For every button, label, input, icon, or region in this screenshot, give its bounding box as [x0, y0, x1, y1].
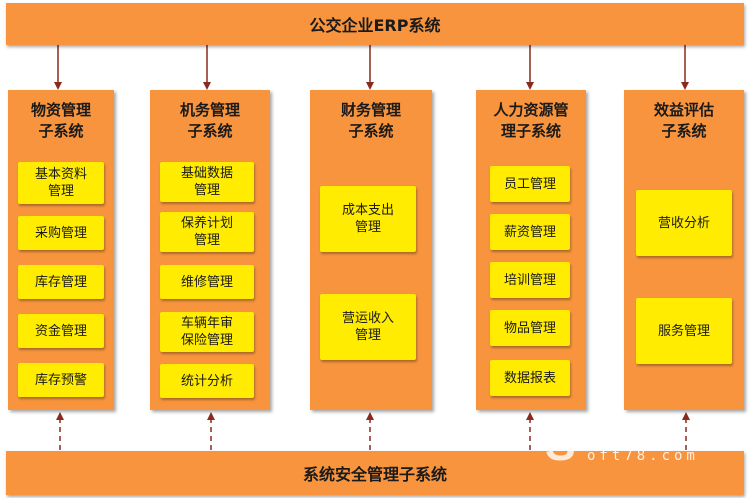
module-inventory: 库存管理: [18, 265, 104, 299]
benefit-evaluation-subsystem: 效益评估 子系统 营收分析 服务管理: [624, 90, 744, 410]
finance-management-subsystem: 财务管理 子系统 成本支出管理 营运收入管理: [310, 90, 432, 410]
column-title: 机务管理 子系统: [179, 101, 240, 140]
module-base-data: 基础数据管理: [160, 162, 254, 202]
erp-system-bar: 公交企业ERP系统: [6, 3, 744, 45]
watermark-logo: S: [545, 418, 576, 470]
module-payroll: 薪资管理: [490, 214, 570, 250]
column-title: 物资管理 子系统: [30, 101, 91, 140]
column-title: 人力资源管 理子系统: [493, 101, 569, 140]
module-service-plan: 保养计划管理: [160, 212, 254, 252]
hr-management-subsystem: 人力资源管 理子系统 员工管理 薪资管理 培训管理 物品管理 数据报表: [476, 90, 586, 410]
module-cost-expense: 成本支出管理: [320, 186, 416, 252]
module-service-management: 服务管理: [636, 298, 732, 364]
module-reports: 数据报表: [490, 360, 570, 396]
module-revenue-analysis: 营收分析: [636, 190, 732, 256]
column-title: 效益评估 子系统: [653, 101, 714, 140]
module-goods: 物品管理: [490, 310, 570, 346]
site-watermark: S 软件产品网 oft78.com: [545, 420, 745, 470]
module-inventory-alert: 库存预警: [18, 363, 104, 397]
material-management-subsystem: 物资管理 子系统 基本资料管理 采购管理 库存管理 资金管理 库存预警: [8, 90, 114, 410]
module-training: 培训管理: [490, 262, 570, 298]
module-operating-income: 营运收入管理: [320, 294, 416, 360]
security-subsystem-label: 系统安全管理子系统: [302, 465, 447, 484]
module-basic-data: 基本资料管理: [18, 162, 104, 204]
module-employee: 员工管理: [490, 166, 570, 202]
watermark-en-text: oft78.com: [587, 448, 699, 464]
watermark-cn-text: 软件产品网: [585, 431, 675, 451]
erp-system-label: 公交企业ERP系统: [309, 16, 441, 35]
security-subsystem-bar: 系统安全管理子系统: [6, 451, 744, 495]
module-repair: 维修管理: [160, 265, 254, 299]
module-purchasing: 采购管理: [18, 216, 104, 250]
module-vehicle-inspection: 车辆年审保险管理: [160, 312, 254, 352]
module-funds: 资金管理: [18, 314, 104, 348]
module-statistics: 统计分析: [160, 364, 254, 398]
column-title: 财务管理 子系统: [340, 101, 401, 140]
maintenance-management-subsystem: 机务管理 子系统 基础数据管理 保养计划管理 维修管理 车辆年审保险管理 统计分…: [150, 90, 270, 410]
